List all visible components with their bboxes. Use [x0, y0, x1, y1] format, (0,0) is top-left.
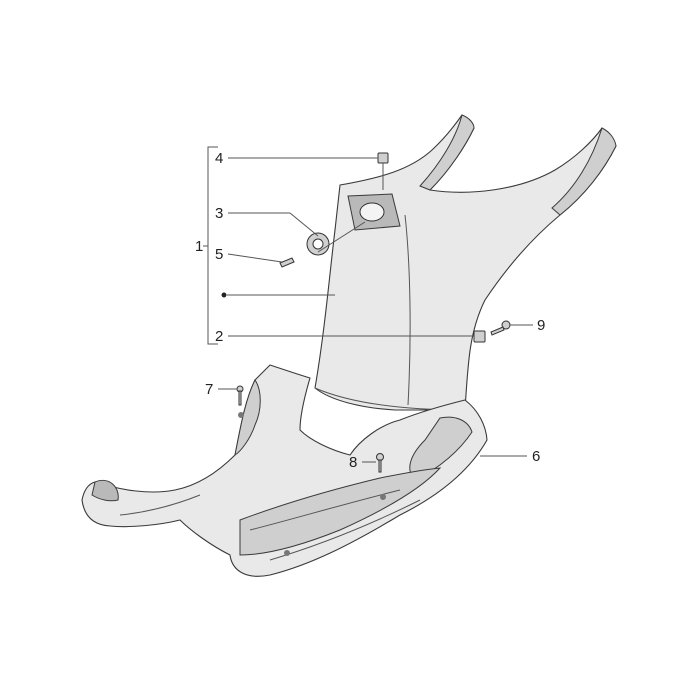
callout-6: 6	[532, 448, 540, 465]
grommet-3	[306, 232, 330, 256]
callout-2: 2	[215, 328, 223, 345]
leg-shield-cover	[314, 114, 617, 411]
callout-1: 1	[195, 238, 203, 255]
screw-5	[279, 257, 295, 268]
leader-lines	[218, 157, 533, 463]
clip-4	[377, 152, 389, 164]
screw-9	[490, 320, 511, 336]
callout-7: 7	[205, 381, 213, 398]
clip-2	[473, 330, 486, 343]
callout-9: 9	[537, 317, 545, 334]
footboard-panel	[81, 364, 488, 577]
callout-8: 8	[349, 454, 357, 471]
callout-4: 4	[215, 150, 223, 167]
callout-5: 5	[215, 246, 223, 263]
screw-8	[376, 453, 384, 473]
screw-7	[236, 385, 244, 406]
assembly-bracket	[203, 146, 227, 345]
callout-3: 3	[215, 205, 223, 222]
